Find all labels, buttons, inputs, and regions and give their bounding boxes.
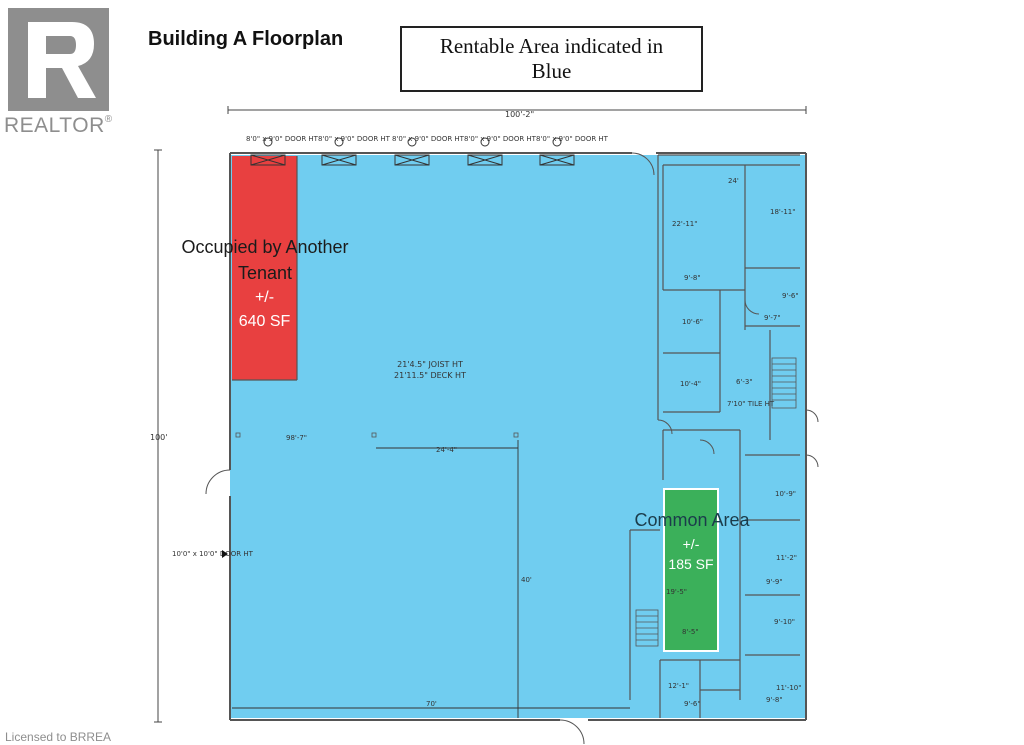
dim-side-height: 100' — [150, 433, 167, 442]
occupied-area-size: +/- 640 SF — [238, 289, 291, 330]
door-height-1: 8'0" x 9'0" DOOR HT — [246, 135, 319, 143]
joist-height: 21'4.5" JOIST HT — [397, 360, 463, 369]
dim-7-10: 7'10" TILE HT — [727, 400, 775, 408]
door-height-5: 8'0" x 9'0" DOOR HT — [536, 135, 609, 143]
door-height-2: 8'0" x 9'0" DOOR HT — [318, 135, 391, 143]
dim-9-10: 9'-10" — [774, 618, 795, 626]
door-height-4: 8'0" x 9'0" DOOR HT — [464, 135, 537, 143]
overall-dimensions — [154, 106, 807, 723]
dim-top-width: 100'-2" — [505, 110, 534, 119]
license-footer: Licensed to BRREA — [5, 730, 112, 744]
dim-19-5: 19'-5" — [666, 588, 687, 596]
dim-40: 40' — [521, 576, 532, 584]
legend-box: Rentable Area indicated in Blue — [400, 26, 703, 92]
dim-10-4: 10'-4" — [680, 380, 701, 388]
columns — [235, 432, 519, 438]
dim-24: 24' — [728, 177, 739, 185]
common-area-fill — [663, 488, 719, 652]
occupied-tenant-label: Occupied by Another Tenant — [181, 237, 349, 283]
dim-24-4: 24'-4" — [436, 446, 457, 454]
common-area-label: Common Area — [634, 510, 750, 530]
door-height-3: 8'0" x 9'0" DOOR HT — [392, 135, 465, 143]
dim-22-11: 22'-11" — [672, 220, 697, 228]
common-area-size: +/- 185 SF — [668, 536, 714, 572]
dim-8-5: 8'-5" — [682, 628, 699, 636]
dim-11-2: 11'-2" — [776, 554, 797, 562]
dim-12-1: 12'-1" — [668, 682, 689, 690]
realtor-logo-icon — [8, 8, 109, 111]
deck-height: 21'11.5" DECK HT — [394, 371, 466, 380]
dim-11-10: 11'-10" — [776, 684, 801, 692]
realtor-wordmark: REALTOR® — [4, 114, 113, 137]
dim-9-8b: 9'-8" — [766, 696, 783, 704]
overhead-doors — [250, 137, 575, 166]
dim-70: 70' — [426, 700, 437, 708]
dim-9-8: 9'-8" — [684, 274, 701, 282]
dim-9-7: 9'-7" — [764, 314, 781, 322]
dim-9-9: 9'-9" — [766, 578, 783, 586]
dim-10-9: 10'-9" — [775, 490, 796, 498]
dim-18-11: 18'-11" — [770, 208, 795, 216]
interior-walls — [232, 154, 800, 718]
dim-98: 98'-7" — [286, 434, 307, 442]
stairs — [635, 357, 797, 647]
dim-10-6: 10'-6" — [682, 318, 703, 326]
occupied-area-fill — [232, 156, 297, 380]
dim-6-3: 6'-3" — [736, 378, 753, 386]
dim-9-6: 9'-6" — [782, 292, 799, 300]
exterior-walls — [229, 152, 807, 721]
side-door-height: 10'0" x 10'0" DOOR HT — [172, 550, 254, 558]
dim-9-6b: 9'-6" — [684, 700, 701, 708]
page-title: Building A Floorplan — [148, 28, 344, 50]
door-swings — [205, 152, 819, 745]
